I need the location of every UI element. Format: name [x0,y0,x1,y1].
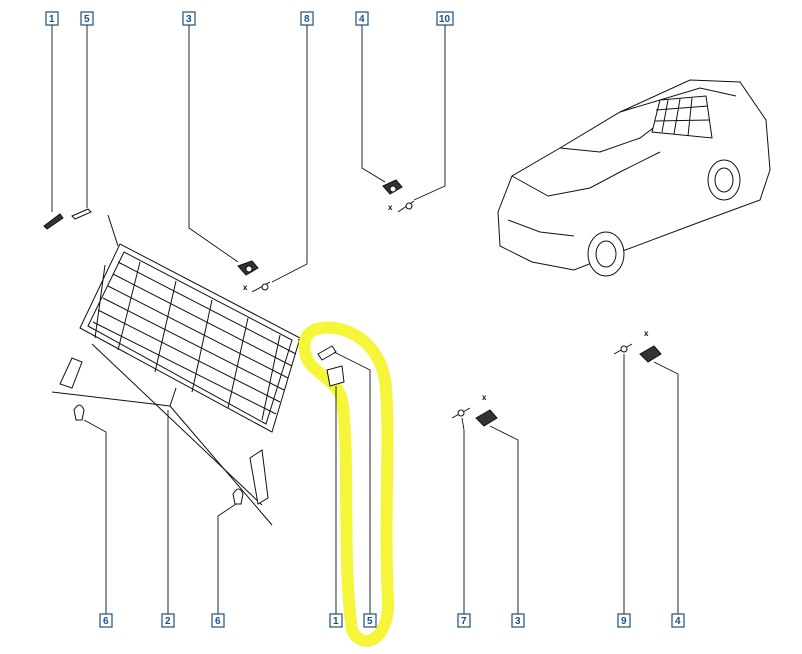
dim-mark-x: x [644,329,649,338]
leader-bottom-6b [217,503,237,614]
svg-text:4: 4 [675,616,681,627]
dim-mark-x: x [482,393,487,402]
leader-bottom-5 [333,351,371,614]
callout-bottom-6b[interactable]: 6 [211,613,225,628]
callout-bottom-2[interactable]: 2 [161,613,175,628]
callout-bottom-6a[interactable]: 6 [99,613,113,628]
svg-text:1: 1 [333,616,339,627]
leader-bottom-7 [461,417,465,614]
callout-bottom-3[interactable]: 3 [511,613,525,628]
svg-text:3: 3 [186,14,192,25]
svg-text:5: 5 [84,14,90,25]
car-illustration [497,79,771,277]
leader-bottom-6a [83,419,107,614]
bracket-assembly-4 [382,179,403,195]
callout-top-3[interactable]: 3 [182,11,196,26]
screw-10 [397,200,415,213]
svg-text:1: 1 [49,14,55,25]
svg-text:6: 6 [215,616,221,627]
callout-bottom-5[interactable]: 5 [363,613,377,628]
clip-part-1 [43,213,64,230]
screw-7 [451,407,471,419]
svg-text:8: 8 [304,14,310,25]
svg-text:3: 3 [515,616,521,627]
cargo-net-2 [51,214,313,526]
bracket-assembly-3 [237,260,259,276]
leader-bottom-4 [653,361,679,614]
screw-8 [251,281,271,293]
dim-mark-x: x [388,203,393,212]
bracket-part-4-right [639,345,662,363]
callout-top-5[interactable]: 5 [80,11,94,26]
leader-top-4 [361,25,386,183]
callout-top-4[interactable]: 4 [355,11,369,26]
callout-top-8[interactable]: 8 [300,11,314,26]
highlight-loop [298,321,395,647]
bracket-part-3-right [475,409,498,427]
callout-bottom-4[interactable]: 4 [671,613,685,628]
callout-bottom-7[interactable]: 7 [457,613,471,628]
screw-9 [613,343,633,355]
hook-part-6b [232,488,244,505]
clip-part-5-highlighted [317,345,337,361]
callout-top-10[interactable]: 10 [436,11,454,26]
svg-text:7: 7 [461,616,467,627]
svg-text:4: 4 [359,14,365,25]
leader-top-3 [188,25,239,263]
callout-top-1[interactable]: 1 [45,11,59,26]
svg-text:6: 6 [103,616,109,627]
clip-part-1-highlighted [326,365,345,387]
hook-part-6a [73,404,85,421]
svg-text:10: 10 [439,14,451,25]
callout-bottom-1[interactable]: 1 [329,613,343,628]
leader-top-10 [413,25,446,201]
clip-part-5 [71,208,92,220]
svg-text:2: 2 [165,616,171,627]
callout-bottom-9[interactable]: 9 [617,613,631,628]
leader-top-8 [271,25,308,283]
svg-text:9: 9 [621,616,627,627]
dim-mark-x: x [243,283,248,292]
leader-bottom-3 [489,425,519,614]
svg-text:5: 5 [367,616,373,627]
